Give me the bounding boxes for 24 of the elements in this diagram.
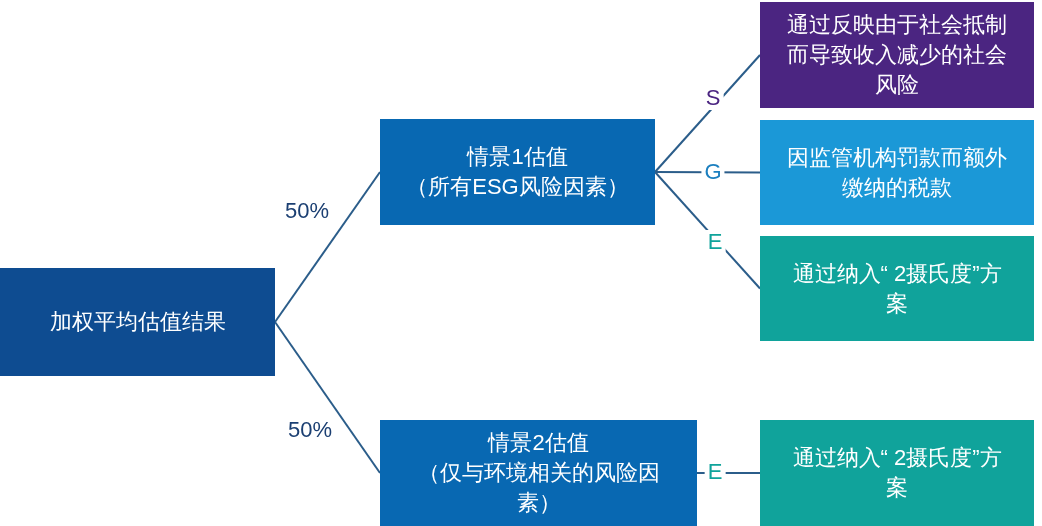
process-box [760,236,1034,341]
connector-line [696,472,761,474]
box-text: 因监管机构罚款而额外缴纳的税款 [786,143,1008,202]
box-text: 情景2估值 [488,429,589,457]
box-text: 加权平均估值结果 [49,308,226,336]
connector-line [654,54,761,173]
edge-label: 50% [284,199,330,223]
process-box [760,420,1034,526]
box-text: 情景1估值 [467,143,568,171]
process-box [760,120,1034,225]
process-box [760,2,1034,108]
box-text: 通过纳入“ 2摄氏度”方案 [791,444,1003,502]
box-subtext: （所有ESG风险因素） [406,173,629,201]
connector-line [274,321,381,474]
box-text: 通过纳入“ 2摄氏度”方案 [791,259,1003,318]
process-box [380,420,697,526]
connector-line [274,171,381,323]
connector-line [654,171,761,290]
edge-label: 50% [287,418,333,442]
process-box [0,268,275,376]
box-text: 通过反映由于社会抵制而导致收入减少的社会风险 [786,11,1008,99]
box-subtext: （仅与环境相关的风险因素） [416,459,661,517]
edge-label: E [704,230,726,254]
process-box [380,119,655,225]
